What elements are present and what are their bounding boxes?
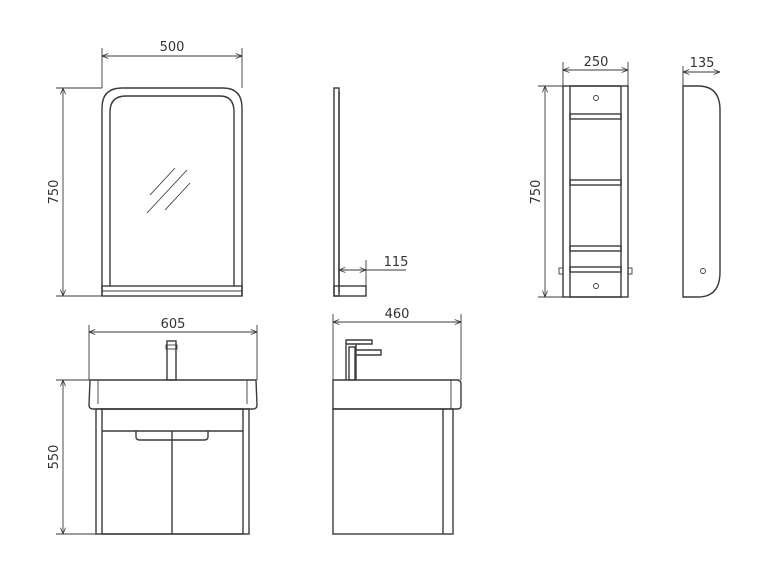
cabinet-width-label: 250 [584, 55, 609, 70]
mirror-width-dimension: 500 [101, 40, 243, 88]
mirror-side-view [333, 87, 367, 297]
cabinet-height-dimension: 750 [529, 85, 563, 298]
cabinet-depth-label: 135 [690, 56, 715, 71]
cabinet-width-dimension: 250 [562, 55, 629, 86]
cabinet-height-label: 750 [529, 180, 544, 205]
mirror-width-label: 500 [160, 40, 185, 55]
vanity-width-dimension: 605 [88, 317, 258, 380]
vanity-height-label: 550 [47, 445, 62, 470]
vanity-side-view [332, 339, 462, 535]
vanity-depth-dimension: 460 [332, 307, 462, 380]
mirror-front-view [101, 87, 243, 297]
vanity-depth-label: 460 [385, 307, 410, 322]
mirror-depth-dimension: 115 [339, 255, 408, 286]
mirror-depth-label: 115 [384, 255, 409, 270]
vanity-width-label: 605 [161, 317, 186, 332]
mirror-height-label: 750 [47, 180, 62, 205]
vanity-front-view [88, 340, 258, 535]
vanity-height-dimension: 550 [47, 379, 96, 535]
cabinet-front-view [558, 85, 633, 298]
cabinet-depth-dimension: 135 [682, 56, 720, 86]
mirror-height-dimension: 750 [47, 87, 102, 297]
cabinet-side-view [682, 85, 721, 298]
